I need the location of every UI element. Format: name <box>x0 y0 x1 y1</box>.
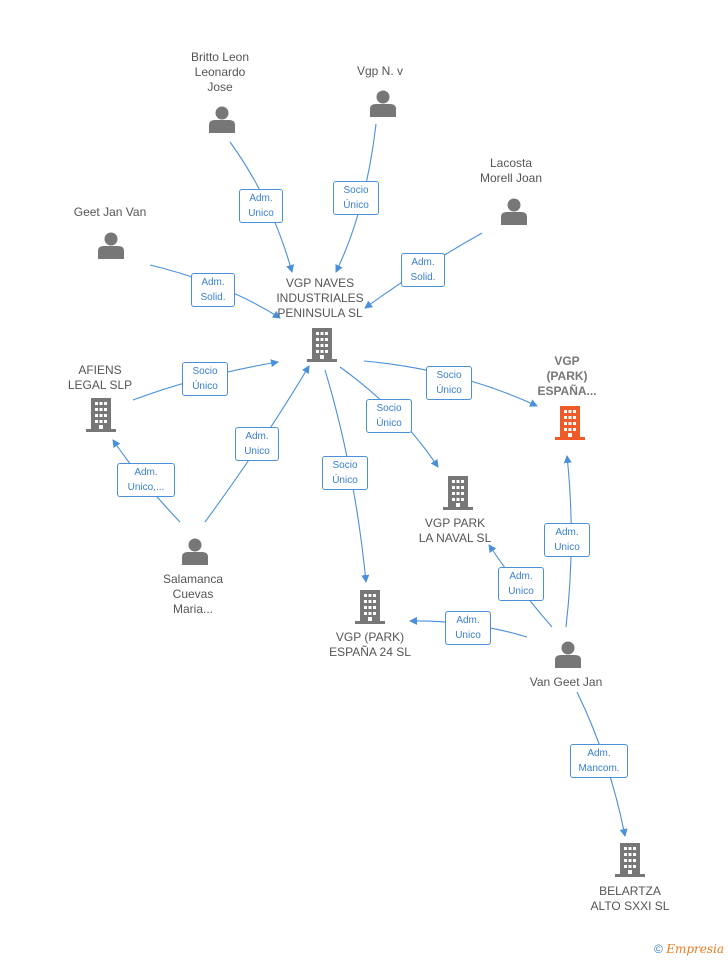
building-icon[interactable] <box>355 590 385 624</box>
person-icon[interactable] <box>182 538 208 566</box>
edge-label-adm-solid[interactable]: Adm. Solid. <box>191 273 235 307</box>
person-icon[interactable] <box>209 106 235 134</box>
node-label-afiens[interactable]: AFIENS LEGAL SLP <box>67 363 133 392</box>
node-label-salamanca[interactable]: Salamanca Cuevas Maria... <box>162 572 224 616</box>
node-label-lacosta[interactable]: Lacosta Morell Joan <box>479 156 543 185</box>
edge-label-socio-unico[interactable]: Socio Único <box>426 366 472 400</box>
node-label-britto[interactable]: Britto Leon Leonardo Jose <box>190 50 250 94</box>
node-label-belartza[interactable]: BELARTZA ALTO SXXI SL <box>590 884 670 913</box>
edge-label-socio-unico[interactable]: Socio Único <box>333 181 379 215</box>
edge-label-adm-unico[interactable]: Adm. Unico <box>544 523 590 557</box>
copyright-icon: © <box>654 942 663 956</box>
brand-logo: Empresia <box>666 942 724 956</box>
empresia-watermark: © Empresia <box>654 942 724 956</box>
node-label-vgp-park-naval[interactable]: VGP PARK LA NAVAL SL <box>418 516 492 545</box>
building-icon[interactable] <box>307 328 337 362</box>
edge-label-socio-unico[interactable]: Socio Único <box>322 456 368 490</box>
edge-label-adm-mancom[interactable]: Adm. Mancom. <box>570 744 628 778</box>
building-icon[interactable] <box>86 398 116 432</box>
node-label-vgp-park-24[interactable]: VGP (PARK) ESPAÑA 24 SL <box>329 630 411 659</box>
node-label-vgp-park-espana[interactable]: VGP (PARK) ESPAÑA... <box>537 354 597 398</box>
edge-label-adm-solid[interactable]: Adm. Solid. <box>401 253 445 287</box>
node-label-van-geet[interactable]: Van Geet Jan <box>529 675 603 689</box>
edge-label-socio-unico[interactable]: Socio Único <box>182 362 228 396</box>
edge-label-adm-unico[interactable]: Adm. Unico <box>239 189 283 223</box>
edge-label-socio-unico[interactable]: Socio Único <box>366 399 412 433</box>
building-icon[interactable] <box>443 476 473 510</box>
node-label-vgp-nv[interactable]: Vgp N. v <box>356 64 404 78</box>
node-label-geet[interactable]: Geet Jan Van <box>73 205 147 219</box>
building-icon[interactable] <box>615 843 645 877</box>
edge-label-adm-unico[interactable]: Adm. Unico <box>445 611 491 645</box>
edge-label-adm-unico[interactable]: Adm. Unico <box>498 567 544 601</box>
person-icon[interactable] <box>370 90 396 118</box>
edge-label-adm-unico[interactable]: Adm. Unico <box>235 427 279 461</box>
building-icon-highlighted[interactable] <box>555 406 585 440</box>
person-icon[interactable] <box>501 198 527 226</box>
node-label-vgp-naves[interactable]: VGP NAVES INDUSTRIALES PENINSULA SL <box>276 276 364 320</box>
person-icon[interactable] <box>555 641 581 669</box>
edge-label-adm-unico-etc[interactable]: Adm. Unico,... <box>117 463 175 497</box>
person-icon[interactable] <box>98 232 124 260</box>
